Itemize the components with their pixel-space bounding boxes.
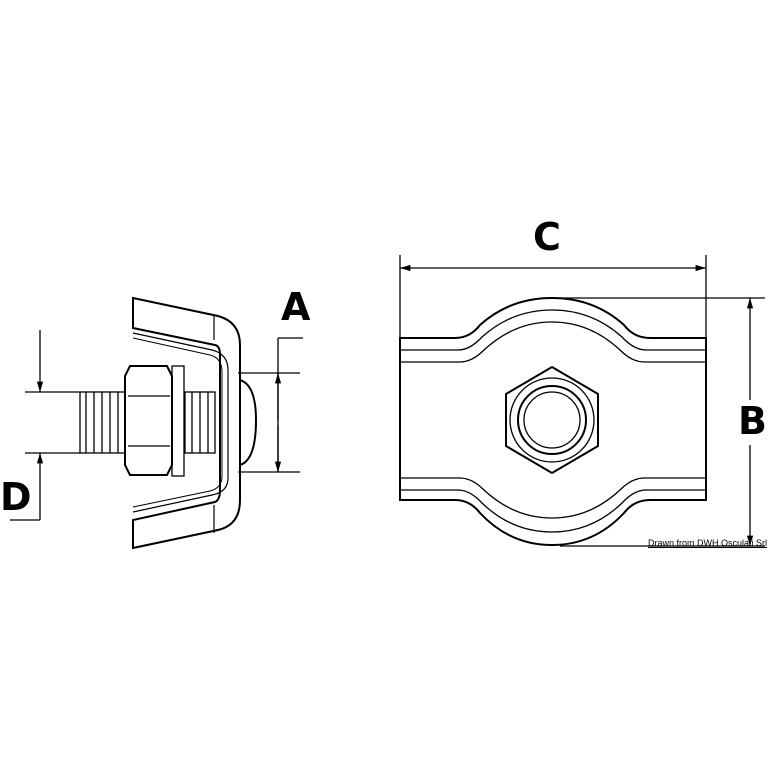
bolt-head — [239, 379, 258, 466]
dimension-a — [238, 337, 303, 473]
dimension-b — [560, 297, 765, 547]
label-d: D — [0, 475, 32, 519]
label-a: A — [281, 285, 311, 329]
hex-nut-front — [505, 365, 599, 475]
front-view — [399, 255, 765, 547]
label-c: C — [533, 215, 561, 259]
dimension-c — [399, 255, 707, 338]
saddle-bracket — [132, 296, 241, 550]
side-view — [10, 296, 303, 550]
hex-nut-side — [124, 365, 185, 477]
clamp-body — [399, 296, 707, 547]
credit-text: Drawn from DWH Osculati Srl — [648, 538, 768, 548]
label-b: B — [738, 399, 767, 443]
dimension-d — [10, 330, 80, 521]
bolt-thread — [79, 391, 216, 454]
